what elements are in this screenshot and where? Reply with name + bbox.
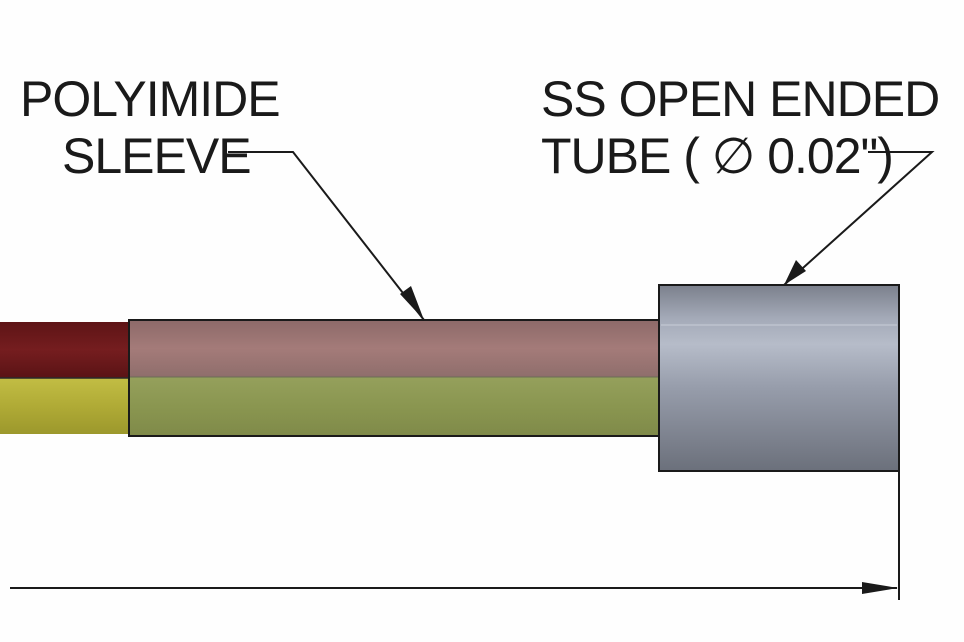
sleeve-leader-arrow (228, 151, 425, 321)
length-dimension (10, 470, 900, 600)
dimension-arrowhead (862, 582, 898, 594)
tube-label-line-2: TUBE ( ∅ 0.02") (541, 128, 894, 184)
tube-leader-arrow (783, 151, 935, 286)
polyimide-sleeve (128, 319, 660, 437)
ss-tube (658, 284, 900, 472)
tube-label-line-1: SS OPEN ENDED (541, 71, 940, 127)
red-wire (0, 322, 130, 378)
yellow-wire (0, 378, 130, 434)
sleeve-label-line-2: SLEEVE (62, 128, 252, 184)
sleeve-label-line-1: POLYIMIDE (20, 71, 281, 127)
